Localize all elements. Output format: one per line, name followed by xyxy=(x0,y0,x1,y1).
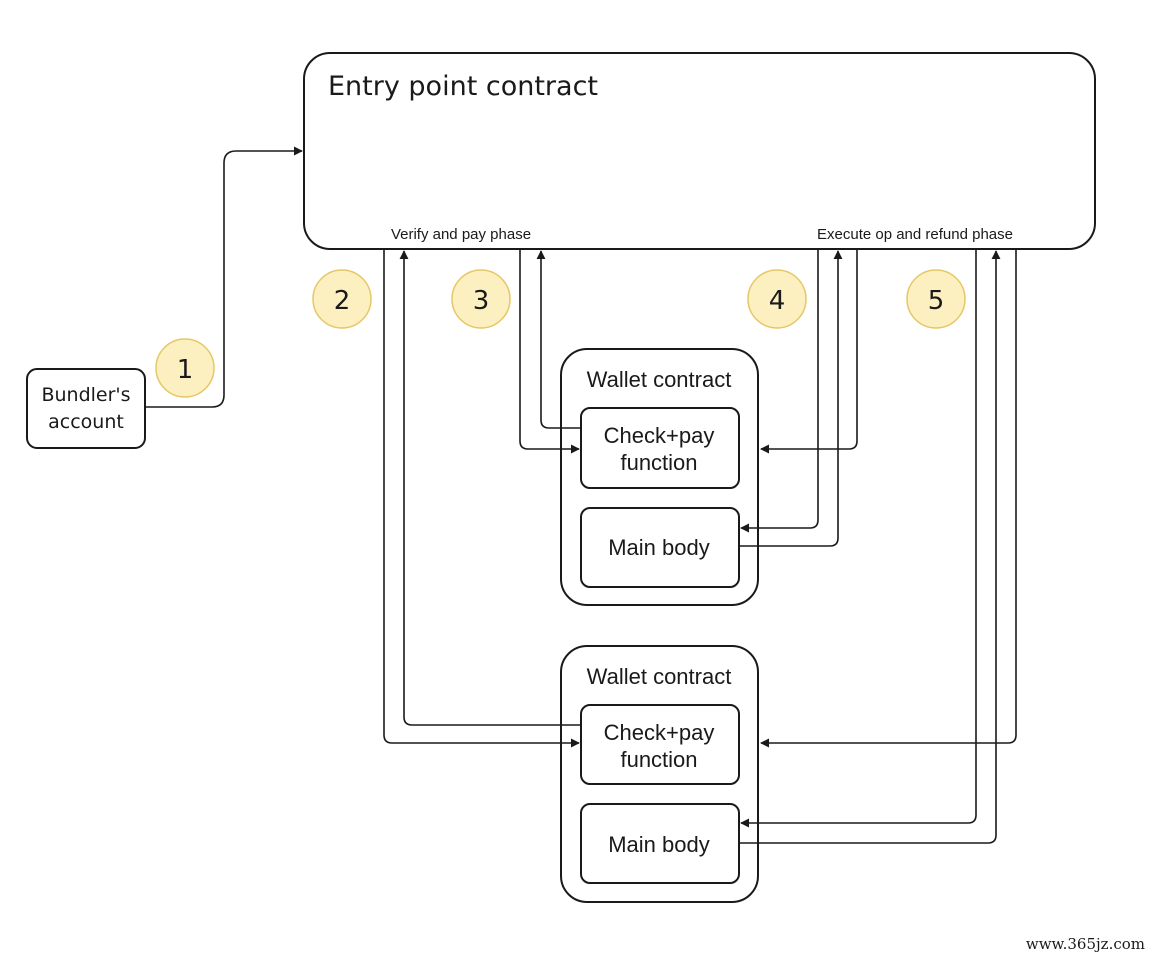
step-badge-1-circle xyxy=(155,338,215,398)
wallet-2-check-pay-label-line2: function xyxy=(620,747,697,772)
step-badge-1-label: 1 xyxy=(177,355,194,385)
verify-pay-phase-label: Verify and pay phase xyxy=(391,226,531,243)
connector-bundler-to-entry-point xyxy=(145,146,303,408)
execute-refund-phase-label: Execute op and refund phase xyxy=(817,226,1013,243)
connector-wallet-1-check-to-verify xyxy=(536,250,581,429)
bundler-account-label-line1: Bundler's xyxy=(41,384,130,406)
wallet-contract-1: Wallet contract Check+pay function Main … xyxy=(560,348,759,606)
connector-execute-to-wallet-1-main xyxy=(740,250,819,533)
connector-wallet-2-check-to-verify xyxy=(399,250,581,726)
connector-wallet-1-main-to-execute xyxy=(739,250,843,547)
wallet-2-check-pay-label-line1: Check+pay xyxy=(604,720,715,745)
bundler-account-box xyxy=(26,368,146,449)
step-badge-2-circle xyxy=(312,269,372,329)
wallet-1-check-pay-label-line2: function xyxy=(620,450,697,475)
bundler-account-label-line2: account xyxy=(48,411,124,433)
entry-point-box xyxy=(303,52,1096,250)
entry-point-contract: Entry point contract Verify and pay phas… xyxy=(303,52,1096,250)
wallet-2-main-body-label: Main body xyxy=(608,832,710,857)
wallet-2-check-pay-function-box xyxy=(580,704,740,785)
connector-verify-to-wallet-2-check xyxy=(383,250,580,748)
connector-execute-to-wallet-2-main xyxy=(740,250,977,828)
wallet-contract-1-title: Wallet contract xyxy=(587,367,732,392)
connector-execute-to-wallet-1-check xyxy=(760,250,858,454)
wallet-contract-2: Wallet contract Check+pay function Main … xyxy=(560,645,759,903)
step-badge-2: 2 xyxy=(312,269,372,329)
step-badge-5-label: 5 xyxy=(928,286,945,316)
step-badge-2-label: 2 xyxy=(334,286,351,316)
connector-verify-to-wallet-1-check xyxy=(519,250,580,454)
entry-point-title: Entry point contract xyxy=(328,71,598,102)
connector-wallet-2-main-to-execute xyxy=(739,250,1001,844)
bundler-account: Bundler's account xyxy=(26,368,146,449)
step-badge-3-label: 3 xyxy=(473,286,490,316)
wallet-1-check-pay-label-line1: Check+pay xyxy=(604,423,715,448)
wallet-1-main-body-label: Main body xyxy=(608,535,710,560)
step-badge-1: 1 xyxy=(155,338,215,398)
watermark-text: www.365jz.com xyxy=(1026,935,1145,953)
connector-execute-to-wallet-2-check xyxy=(760,250,1017,748)
step-badge-4-label: 4 xyxy=(769,286,786,316)
connectors xyxy=(145,146,1017,844)
wallet-1-check-pay-function-box xyxy=(580,407,740,489)
step-badge-3-circle xyxy=(451,269,511,329)
step-badge-4: 4 xyxy=(747,269,807,329)
step-badge-5-circle xyxy=(906,269,966,329)
wallet-contract-2-title: Wallet contract xyxy=(587,664,732,689)
step-badge-4-circle xyxy=(747,269,807,329)
step-badge-3: 3 xyxy=(451,269,511,329)
step-badge-5: 5 xyxy=(906,269,966,329)
wallet-1-main-body-box xyxy=(580,507,740,588)
